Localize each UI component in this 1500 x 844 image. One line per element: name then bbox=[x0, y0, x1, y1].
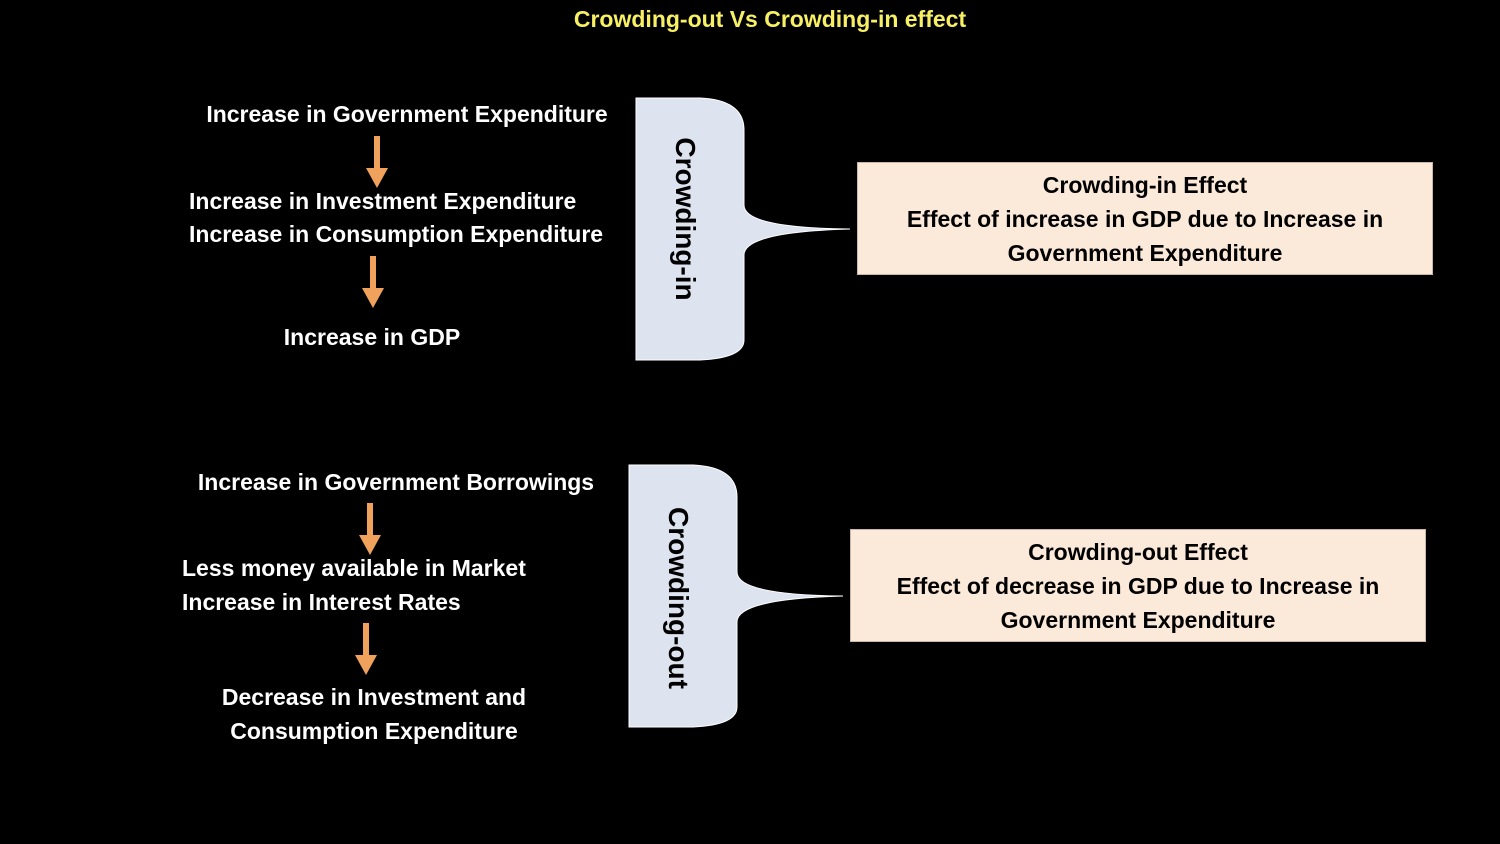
crowding-out-step-5: Consumption Expenditure bbox=[230, 718, 518, 744]
crowding-in-brace bbox=[635, 97, 851, 361]
crowding-out-step-4: Decrease in Investment and bbox=[221, 684, 527, 710]
crowding-out-effect-line-1: Effect of decrease in GDP due to Increas… bbox=[896, 573, 1380, 599]
crowding-out-step-2: Less money available in Market bbox=[182, 555, 526, 581]
arrow-down-icon bbox=[366, 136, 388, 188]
crowding-in-step-4: Increase in GDP bbox=[283, 324, 461, 350]
crowding-in-effect-box: Crowding-in Effect Effect of increase in… bbox=[857, 162, 1433, 275]
crowding-in-step-1: Increase in Government Expenditure bbox=[206, 101, 608, 127]
arrow-down-icon bbox=[362, 256, 384, 308]
crowding-out-brace bbox=[628, 464, 844, 728]
crowding-in-brace-label: Crowding-in bbox=[670, 137, 701, 301]
crowding-out-effect-box: Crowding-out Effect Effect of decrease i… bbox=[850, 529, 1426, 642]
crowding-in-effect-line-1: Effect of increase in GDP due to Increas… bbox=[906, 206, 1384, 232]
crowding-in-effect-line-2: Government Expenditure bbox=[1007, 240, 1283, 266]
crowding-out-brace-label: Crowding-out bbox=[663, 507, 694, 689]
crowding-out-effect-heading: Crowding-out Effect bbox=[1028, 539, 1248, 565]
crowding-in-step-3: Increase in Consumption Expenditure bbox=[189, 221, 604, 247]
arrow-down-icon bbox=[359, 503, 381, 555]
arrow-down-icon bbox=[355, 623, 377, 675]
crowding-out-step-1: Increase in Government Borrowings bbox=[197, 469, 595, 495]
crowding-out-step-3: Increase in Interest Rates bbox=[182, 589, 461, 615]
crowding-in-step-2: Increase in Investment Expenditure bbox=[189, 188, 577, 214]
crowding-out-effect-line-2: Government Expenditure bbox=[1000, 607, 1276, 633]
page-title: Crowding-out Vs Crowding-in effect bbox=[573, 6, 967, 32]
crowding-in-effect-heading: Crowding-in Effect bbox=[1042, 172, 1248, 198]
